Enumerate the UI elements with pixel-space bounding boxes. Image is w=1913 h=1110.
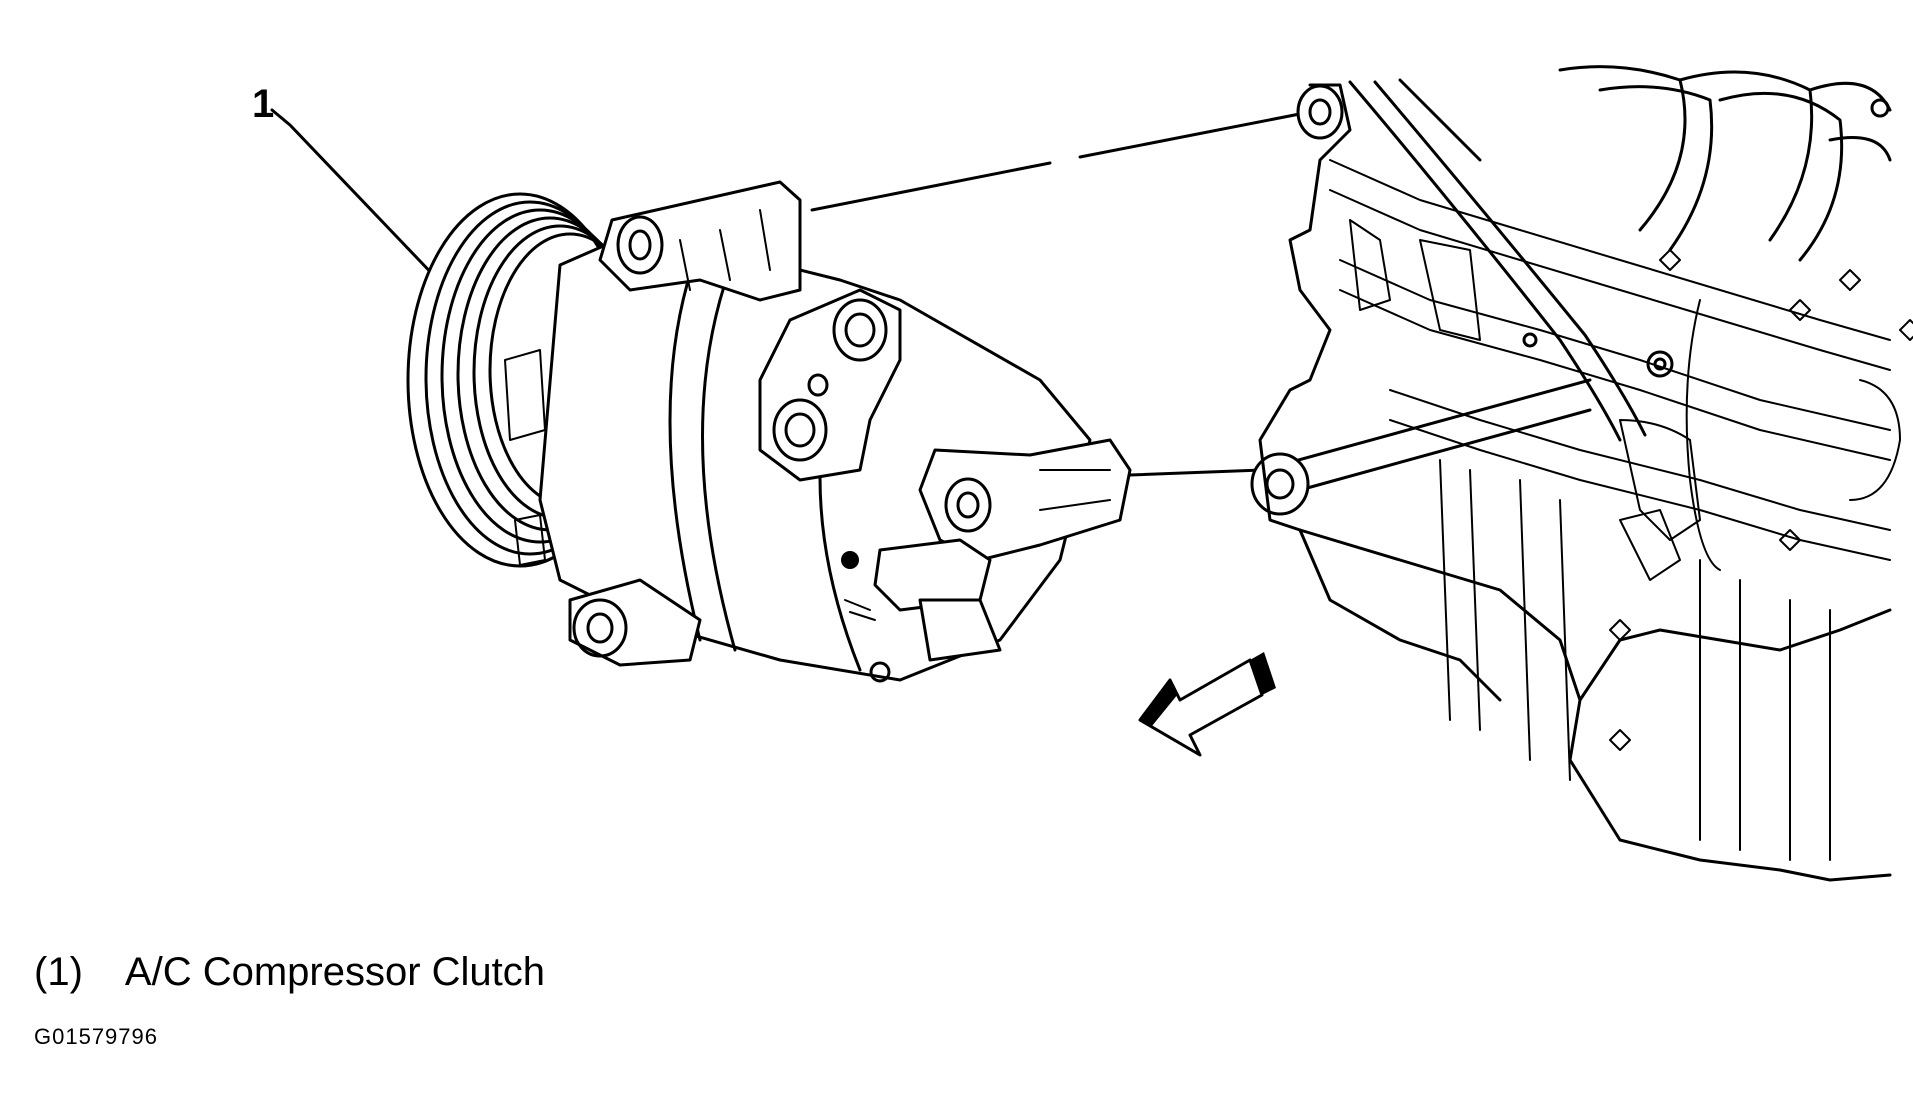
legend-number: (1) xyxy=(34,950,83,994)
legend-label: A/C Compressor Clutch xyxy=(124,950,546,994)
engine-block xyxy=(1250,65,1913,882)
engine-lower-mount-boss xyxy=(1250,452,1310,516)
front-arrow-icon xyxy=(1138,652,1276,757)
callout-leader-line xyxy=(270,108,442,284)
figure-id: G01579796 xyxy=(34,1024,158,1049)
refrigerant-port-block xyxy=(758,288,902,482)
lower-mounting-ear xyxy=(568,578,702,667)
upper-mounting-ear xyxy=(598,180,802,302)
clutch-connector xyxy=(873,538,1002,662)
rear-mounting-ear xyxy=(918,438,1132,562)
callout-number-1: 1 xyxy=(252,82,275,126)
engine-upper-mount-boss xyxy=(1296,84,1344,140)
legend-item-1: (1) A/C Compressor Clutch xyxy=(34,950,545,995)
bolt-alignment-lines xyxy=(810,108,1592,492)
ac-compressor xyxy=(406,180,1132,683)
